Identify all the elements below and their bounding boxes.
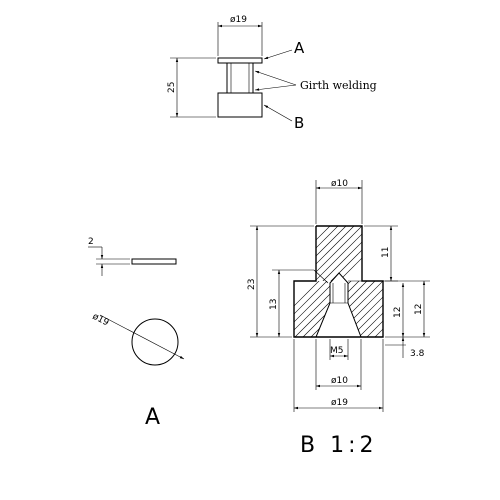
dim-height-13: 13 bbox=[269, 299, 279, 310]
label-b: B bbox=[294, 114, 304, 132]
part-a-view: 2 ø19 A bbox=[88, 237, 185, 430]
body-b-outline bbox=[217, 92, 263, 118]
view-label-b: B 1:2 bbox=[300, 433, 378, 458]
dim-height-11: 11 bbox=[381, 247, 391, 258]
dim-line-diameter bbox=[99, 314, 185, 360]
threaded-hole bbox=[315, 272, 362, 338]
dim-height-12-outer: 12 bbox=[414, 304, 424, 315]
leader-girth bbox=[254, 70, 297, 86]
assembly-view: ø19 25 A Girth welding B bbox=[167, 15, 377, 132]
dim-3-8: 3.8 bbox=[410, 349, 425, 359]
label-a: A bbox=[294, 39, 305, 57]
dim-bottom-19: ø19 bbox=[331, 398, 348, 408]
dim-top-10: ø10 bbox=[331, 179, 348, 189]
dim-thickness-2: 2 bbox=[88, 237, 94, 247]
dim-height-12-inner: 12 bbox=[393, 307, 403, 318]
dim-height-23: 23 bbox=[247, 279, 257, 290]
annotation-girth-welding: Girth welding bbox=[300, 79, 377, 92]
part-b-outline bbox=[293, 225, 384, 338]
part-b-view: ø10 23 13 11 12 12 3.8 M5 bbox=[247, 179, 430, 458]
view-label-a: A bbox=[145, 405, 160, 430]
plate-a-outline bbox=[217, 57, 263, 64]
dim-diameter-19: ø19 bbox=[91, 312, 111, 329]
dim-left-25: 25 bbox=[167, 82, 177, 93]
dim-bottom-10: ø10 bbox=[331, 376, 348, 386]
plate-circle bbox=[131, 318, 179, 366]
dim-thread-m5: M5 bbox=[330, 346, 344, 356]
dim-top-19: ø19 bbox=[230, 15, 247, 25]
leader-b bbox=[263, 104, 293, 122]
hatch-upper bbox=[316, 226, 362, 281]
plate-side bbox=[131, 258, 177, 265]
leader-a bbox=[263, 49, 293, 60]
